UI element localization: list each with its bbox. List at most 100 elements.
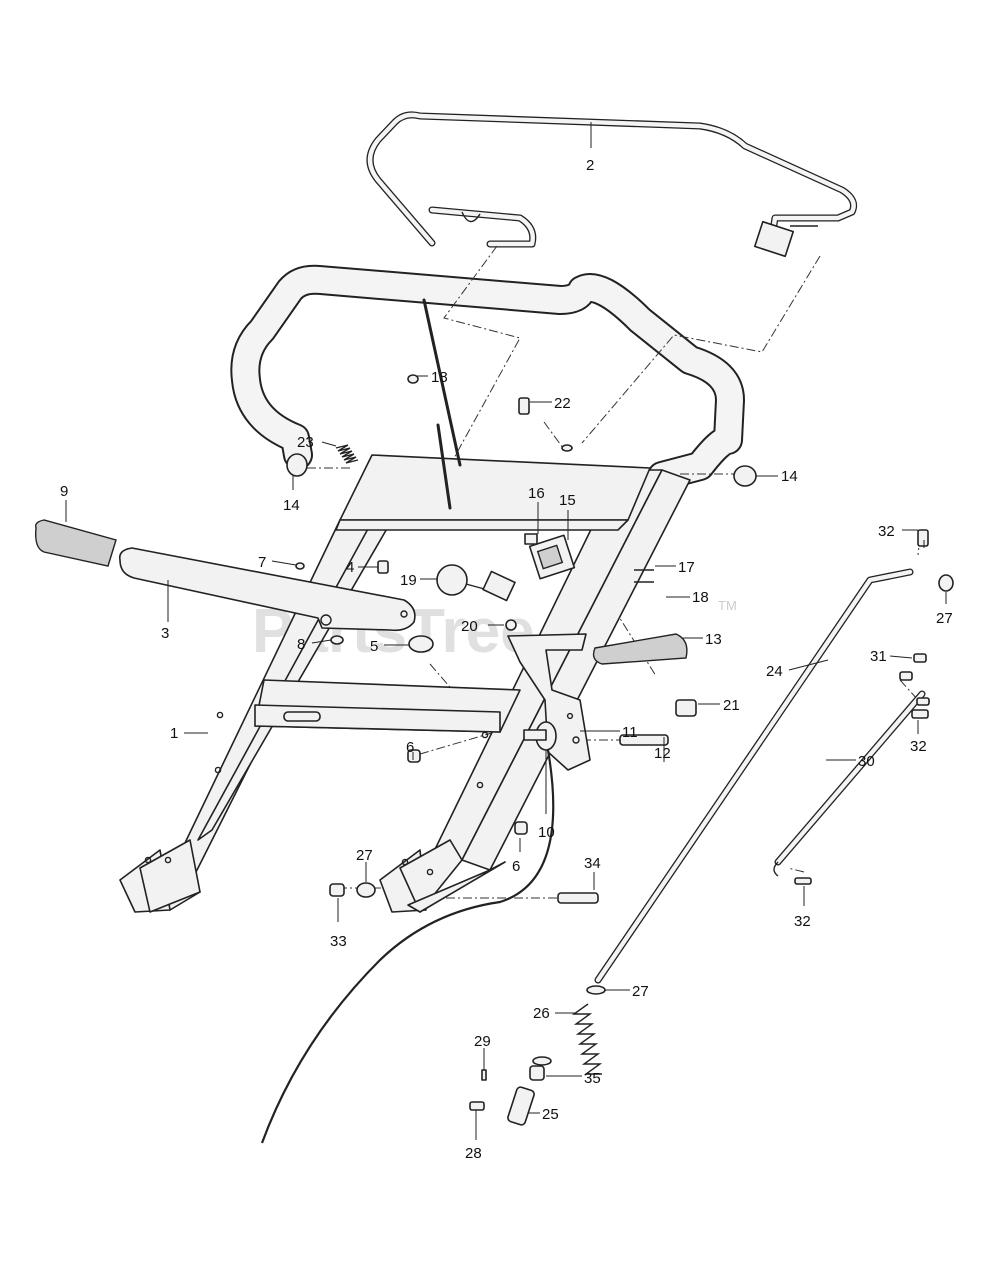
callout-22: 22 <box>530 395 571 412</box>
spring-23 <box>335 444 359 464</box>
svg-text:32: 32 <box>910 738 927 755</box>
svg-text:20: 20 <box>461 618 478 635</box>
callout-32a: 32 <box>878 523 918 540</box>
callout-6b: 6 <box>512 838 521 875</box>
svg-text:17: 17 <box>678 559 695 576</box>
callout-13: 13 <box>683 631 722 648</box>
spring-26 <box>469 985 606 1126</box>
svg-text:14: 14 <box>781 468 798 485</box>
callout-27b: 27 <box>356 847 373 882</box>
callouts: 1 2 3 4 5 6 6 7 8 9 10 11 12 13 14 14 15… <box>60 122 953 1162</box>
callout-18b: 18 <box>666 589 709 606</box>
callout-34: 34 <box>584 855 601 890</box>
switch-21 <box>675 699 697 717</box>
svg-text:27: 27 <box>936 610 953 627</box>
svg-text:19: 19 <box>400 572 417 589</box>
rod-24 <box>594 529 954 984</box>
svg-text:11: 11 <box>622 724 638 741</box>
svg-text:1: 1 <box>170 725 178 742</box>
rod-30 <box>773 653 930 885</box>
callout-11: 11 <box>580 724 638 741</box>
callout-32c: 32 <box>794 886 811 930</box>
svg-text:8: 8 <box>297 636 305 653</box>
callout-10: 10 <box>538 750 555 841</box>
callout-3: 3 <box>161 580 169 642</box>
upper-bail-wire <box>366 111 858 258</box>
svg-text:2: 2 <box>586 157 594 174</box>
knob <box>436 564 468 596</box>
callout-14b: 14 <box>756 468 798 485</box>
callout-14a: 14 <box>283 476 300 514</box>
handle-loop-tube <box>230 264 745 491</box>
callout-16: 16 <box>528 485 545 534</box>
callout-27a: 27 <box>936 592 953 627</box>
svg-text:6: 6 <box>512 858 520 875</box>
svg-text:5: 5 <box>370 638 378 655</box>
callout-9: 9 <box>60 483 68 522</box>
svg-text:13: 13 <box>705 631 722 648</box>
callout-5: 5 <box>370 638 410 655</box>
svg-text:9: 9 <box>60 483 68 500</box>
callout-6a: 6 <box>406 739 414 760</box>
svg-text:18: 18 <box>692 589 709 606</box>
main-frame <box>119 454 691 913</box>
svg-text:16: 16 <box>528 485 545 502</box>
bumper-right <box>733 465 757 487</box>
svg-text:23: 23 <box>297 434 314 451</box>
svg-text:27: 27 <box>632 983 649 1000</box>
svg-text:6: 6 <box>406 739 414 756</box>
svg-text:24: 24 <box>766 663 783 680</box>
callout-23: 23 <box>297 434 337 451</box>
callout-24: 24 <box>766 659 829 680</box>
svg-text:10: 10 <box>538 824 555 841</box>
svg-text:31: 31 <box>870 648 887 665</box>
svg-text:14: 14 <box>283 497 300 514</box>
left-grip <box>34 519 117 567</box>
svg-text:27: 27 <box>356 847 373 864</box>
callout-19: 19 <box>400 572 438 589</box>
watermark-tm: TM <box>718 598 737 613</box>
svg-text:26: 26 <box>533 1005 550 1022</box>
svg-text:22: 22 <box>554 395 571 412</box>
callout-18a: 18 <box>416 369 448 386</box>
control-lever <box>118 547 416 632</box>
callout-8: 8 <box>297 636 332 653</box>
svg-text:29: 29 <box>474 1033 491 1050</box>
svg-text:18: 18 <box>431 369 448 386</box>
callout-12: 12 <box>654 737 671 762</box>
svg-text:33: 33 <box>330 933 347 950</box>
callout-25: 25 <box>528 1106 559 1123</box>
callout-31: 31 <box>870 648 913 665</box>
svg-text:7: 7 <box>258 554 266 571</box>
callout-21: 21 <box>698 697 740 714</box>
svg-text:15: 15 <box>559 492 576 509</box>
callout-30: 30 <box>826 753 875 770</box>
callout-20: 20 <box>461 618 504 635</box>
callout-27c: 27 <box>604 983 649 1000</box>
svg-text:21: 21 <box>723 697 740 714</box>
svg-text:4: 4 <box>346 559 354 576</box>
svg-text:25: 25 <box>542 1106 559 1123</box>
callout-1: 1 <box>170 725 208 742</box>
svg-text:35: 35 <box>584 1070 601 1087</box>
callout-32b: 32 <box>910 720 927 755</box>
svg-text:32: 32 <box>878 523 895 540</box>
right-grip-pad <box>592 633 688 665</box>
callout-29: 29 <box>474 1033 491 1070</box>
lever-bracket <box>507 633 591 771</box>
callout-7: 7 <box>258 554 297 571</box>
control-cable <box>260 749 555 1144</box>
callout-15: 15 <box>559 492 576 540</box>
callout-26: 26 <box>533 1005 576 1022</box>
small-hardware <box>295 298 669 904</box>
callout-35: 35 <box>546 1070 601 1087</box>
svg-text:12: 12 <box>654 745 671 762</box>
bumper-left <box>286 453 308 477</box>
svg-text:28: 28 <box>465 1145 482 1162</box>
switch-assembly <box>482 533 576 602</box>
svg-text:30: 30 <box>858 753 875 770</box>
callout-4: 4 <box>346 559 378 576</box>
callout-2: 2 <box>586 122 594 174</box>
callout-17: 17 <box>655 559 695 576</box>
